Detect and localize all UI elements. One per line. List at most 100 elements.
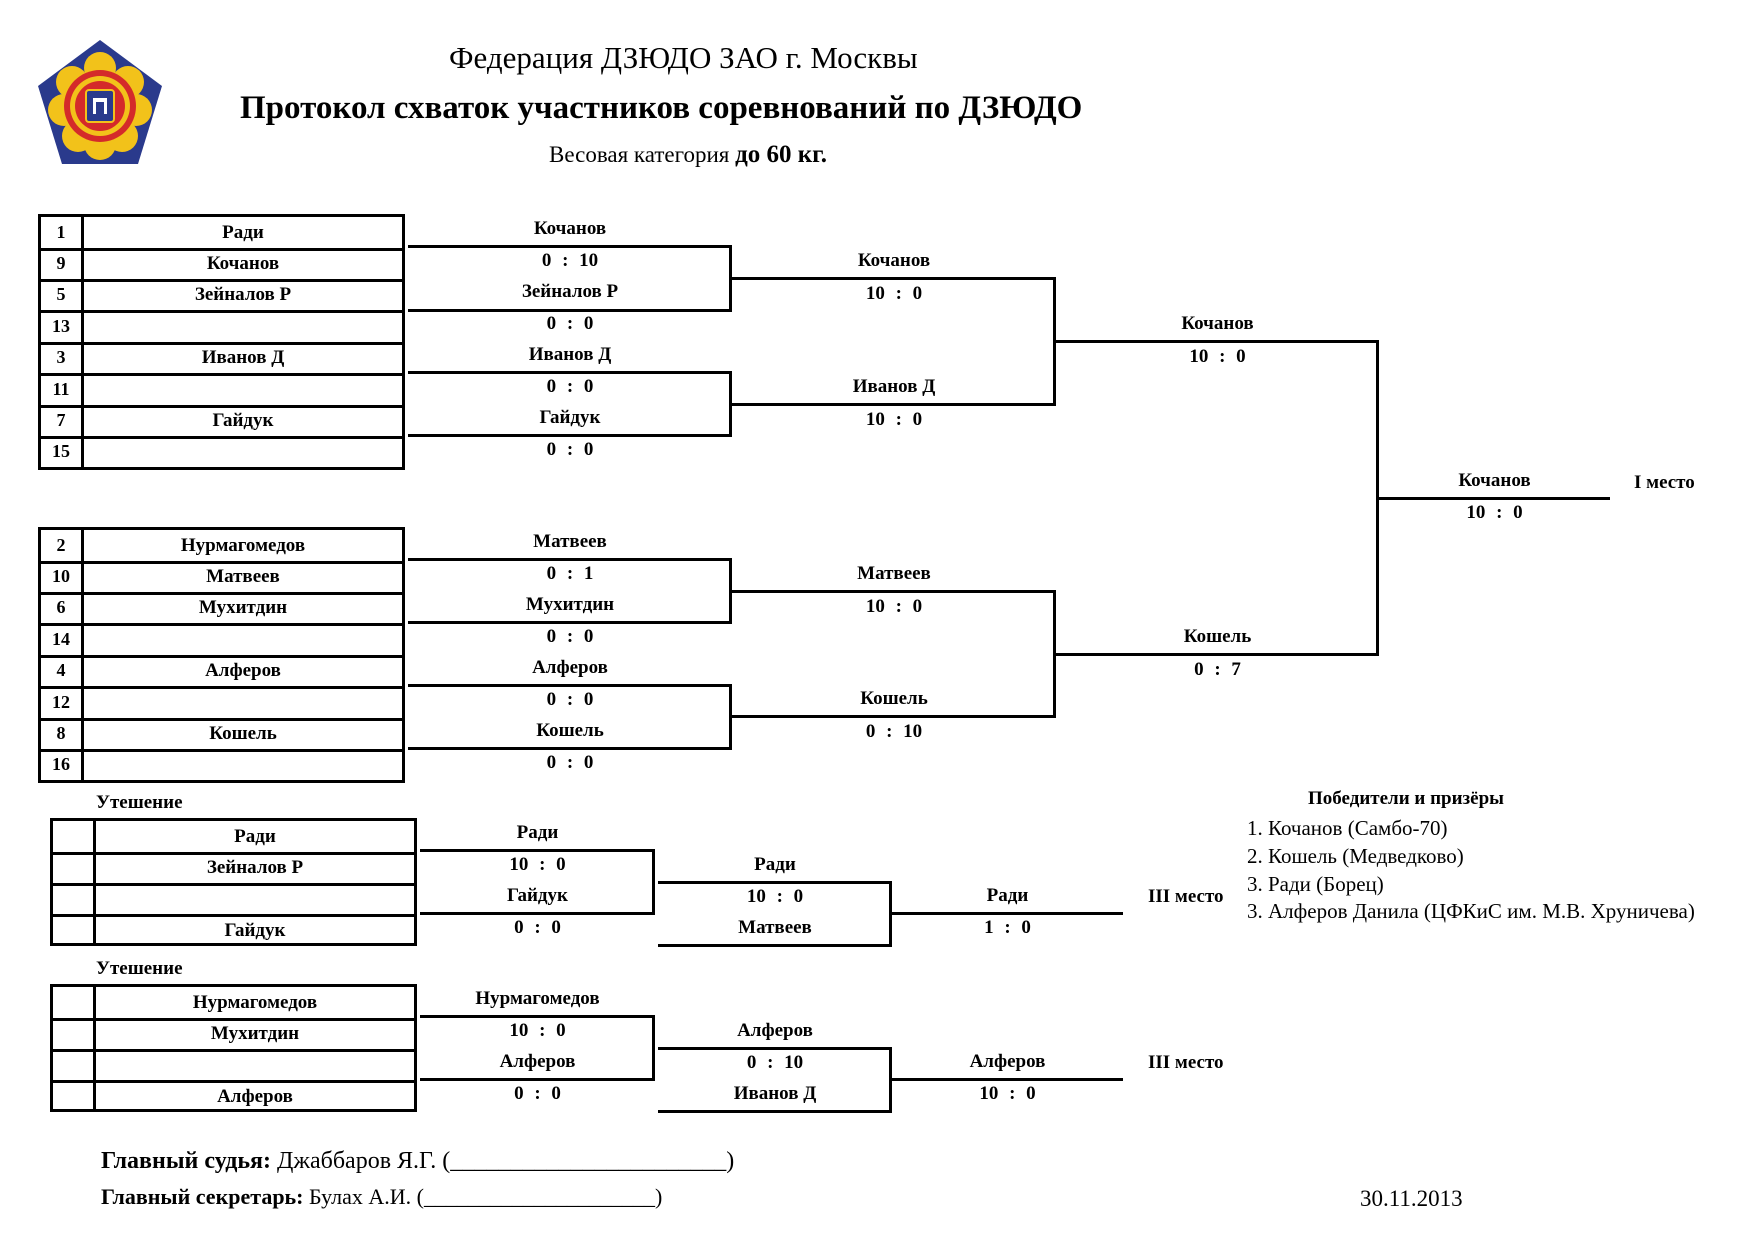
- seed-name: Гайдук: [224, 920, 286, 941]
- seed-row: 16: [41, 749, 402, 780]
- seed-name: Ради: [222, 222, 264, 243]
- bout-winner: Ради: [986, 885, 1029, 906]
- bout-winner: Гайдук: [539, 407, 601, 428]
- bout-score: 10 : 0: [865, 596, 923, 617]
- bout-winner: Матвеев: [857, 563, 931, 584]
- bout-winner: Алферов: [969, 1051, 1046, 1072]
- chief-secretary: Главный секретарь: Булах А.И. (_________…: [101, 1184, 662, 1210]
- chief-judge-label: Главный судья:: [101, 1148, 272, 1174]
- seed-row: Гайдук: [53, 915, 414, 946]
- bout-score: 0 : 0: [546, 376, 594, 397]
- seed-name: [84, 624, 402, 655]
- bout-score: 0 : 0: [514, 917, 561, 938]
- seed-name: Гайдук: [212, 410, 274, 431]
- bout-score: 0 : 0: [546, 689, 594, 710]
- bout-winner: Ради: [754, 854, 796, 875]
- bout-winner: Иванов Д: [528, 344, 612, 365]
- bout-score: 0 : 10: [865, 721, 923, 742]
- seed-name: Кошель: [209, 723, 277, 744]
- bout-score: 0 : 0: [546, 439, 594, 460]
- bout-winner: Кошель: [1183, 626, 1252, 647]
- bout-score: 0 : 7: [1194, 659, 1241, 680]
- winners-list-item: 3. Алферов Данила (ЦФКиС им. М.В. Хрунич…: [1247, 899, 1695, 923]
- bout-score: 0 : 0: [546, 313, 594, 334]
- weight-value: до 60 кг.: [735, 141, 827, 168]
- bout-score: 0 : 10: [746, 1052, 804, 1073]
- seed-name: [96, 883, 414, 914]
- seed-row: 13: [41, 311, 402, 342]
- bout-opponent: Иванов Д: [733, 1083, 817, 1104]
- page-title: Протокол схваток участников соревнований…: [240, 90, 1083, 126]
- winners-list-item: 2. Кошель (Медведково): [1247, 844, 1464, 868]
- bout-score: 10 : 0: [746, 886, 804, 907]
- chief-secretary-name: Булах А.И. (_____________________): [309, 1184, 663, 1209]
- repechage-1-seed-table: Ради Зейналов Р Гайдук: [50, 818, 417, 946]
- repechage-title: Утешение: [96, 958, 183, 979]
- seed-row: Зейналов Р: [53, 852, 414, 883]
- bout-score: 0 : 0: [546, 626, 594, 647]
- bout-winner: Алферов: [499, 1051, 576, 1072]
- seed-name: [84, 374, 402, 405]
- seed-row: Нурмагомедов: [53, 987, 414, 1018]
- bout-score: 10 : 0: [865, 283, 923, 304]
- first-place-label: I место: [1634, 472, 1695, 493]
- winners-list-item: 1. Кочанов (Самбо-70): [1247, 816, 1448, 840]
- bout-score: 0 : 0: [514, 1083, 561, 1104]
- bout-winner: Алферов: [737, 1020, 813, 1041]
- seed-name: Матвеев: [206, 566, 280, 587]
- bout-score: 10 : 0: [979, 1083, 1036, 1104]
- bout-winner: Гайдук: [507, 885, 568, 906]
- bout-winner: Ради: [516, 822, 559, 843]
- seed-row: Мухитдин: [53, 1018, 414, 1049]
- bout-winner: Кошель: [860, 688, 928, 709]
- bout-score: 1 : 0: [984, 917, 1031, 938]
- chief-judge-name: Джаббаров Я.Г. (_______________________): [277, 1148, 735, 1174]
- weight-label: Весовая категория: [549, 142, 730, 167]
- federation-emblem: [38, 40, 162, 164]
- weight-category: Весовая категория до 60 кг.: [549, 141, 827, 169]
- seed-name: Мухитдин: [198, 597, 288, 618]
- seed-name: [84, 687, 402, 718]
- winners-title: Победители и призёры: [1308, 788, 1505, 809]
- bout-opponent: Матвеев: [738, 917, 812, 938]
- seed-name: Зейналов Р: [206, 857, 304, 878]
- bout-winner: Матвеев: [533, 531, 607, 552]
- seed-name: [84, 436, 402, 467]
- chief-secretary-label: Главный секретарь:: [101, 1184, 304, 1209]
- seed-row: 11: [41, 374, 402, 405]
- seed-name: Нурмагомедов: [180, 535, 306, 556]
- seed-name: [84, 749, 402, 780]
- seed-name: [96, 1049, 414, 1080]
- protocol-date: 30.11.2013: [1360, 1186, 1463, 1211]
- bout-score: 10 : 0: [509, 1020, 566, 1041]
- seed-name: Зейналов Р: [194, 284, 292, 305]
- bout-score: 10 : 0: [509, 854, 566, 875]
- seed-row: 15: [41, 436, 402, 467]
- third-place-label: III место: [1148, 886, 1224, 907]
- repechage-2-seed-table: Нурмагомедов Мухитдин Алферов: [50, 984, 417, 1112]
- bout-winner: Иванов Д: [852, 376, 936, 397]
- seed-name: Алферов: [217, 1086, 293, 1107]
- bout-winner: Зейналов Р: [521, 281, 619, 302]
- third-place-label: III место: [1148, 1052, 1224, 1073]
- chief-judge: Главный судья: Джаббаров Я.Г. (_________…: [101, 1148, 734, 1175]
- seed-name: Алферов: [205, 660, 281, 681]
- bout-score: 0 : 1: [546, 563, 594, 584]
- seed-name: Нурмагомедов: [192, 992, 318, 1013]
- bout-score: 10 : 0: [865, 409, 923, 430]
- bout-winner: Алферов: [532, 657, 608, 678]
- seed-row: [53, 883, 414, 914]
- seed-name: [84, 311, 402, 342]
